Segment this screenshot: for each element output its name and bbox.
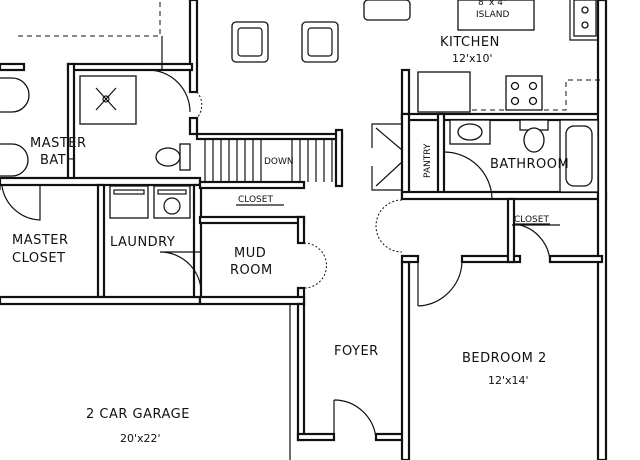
wall-bed-closet-left <box>506 197 516 264</box>
mud-room-door <box>159 251 202 298</box>
bedroom2-label: BEDROOM 2 <box>462 351 547 366</box>
foyer-label: FOYER <box>334 344 379 359</box>
dryer <box>153 185 191 219</box>
master-closet-label-2: CLOSET <box>12 251 66 266</box>
hall-closet-label: CLOSET <box>238 195 273 205</box>
master-bath-door <box>147 69 191 113</box>
bedroom-closet-label: CLOSET <box>514 215 549 225</box>
master-bath-label-1: MASTER <box>30 136 87 151</box>
wall-bed-closet-bottom <box>548 254 604 264</box>
laundry-label: LAUNDRY <box>110 235 175 250</box>
mud-room-ext-door <box>303 242 327 289</box>
bathroom-door <box>443 151 493 199</box>
wall-master-closet-right <box>96 183 106 299</box>
sofa-chair-top <box>363 0 411 21</box>
bathroom-label: BATHROOM <box>490 157 569 172</box>
wall-closet-bottom <box>198 215 306 225</box>
stairs-label: DOWN <box>264 157 294 167</box>
wall-right-outer <box>596 0 608 460</box>
wall-bathroom-bottom <box>400 190 608 201</box>
kitchen-sink <box>573 0 597 37</box>
wall-center-left <box>188 0 199 94</box>
mud-room-label-1: MUD <box>234 246 266 261</box>
range-stove <box>505 75 543 111</box>
chair-2 <box>301 21 339 63</box>
wall-master-bath-top2 <box>66 62 194 72</box>
island-dim: 8' x 4' <box>478 0 505 8</box>
bedroom2-door <box>417 261 463 307</box>
bedroom2-dim: 12'x14' <box>488 374 529 387</box>
master-bath-label-2: BATH <box>40 153 77 168</box>
shower <box>79 75 137 125</box>
front-door <box>333 399 377 441</box>
kitchen-dim: 12'x10' <box>452 52 493 65</box>
wall-foyer-right <box>400 260 411 460</box>
mud-room-label-2: ROOM <box>230 263 273 278</box>
master-toilet <box>155 143 191 171</box>
pantry-door-bottom <box>371 161 403 191</box>
master-bath-sink-1 <box>0 77 30 113</box>
refrigerator <box>417 71 471 113</box>
chair-1 <box>231 21 269 63</box>
wall-kitchen-left <box>400 68 411 120</box>
wall-pantry-right <box>436 112 446 200</box>
garage-label: 2 CAR GARAGE <box>86 407 190 422</box>
wall-foyer-left <box>296 302 306 442</box>
bathroom-toilet <box>519 119 549 153</box>
wall-pantry-top <box>400 112 606 122</box>
washer <box>109 185 149 219</box>
bedroom-hall-door <box>375 199 403 253</box>
wall-laundry-right <box>192 183 203 299</box>
stairs-frame-right <box>334 128 344 188</box>
kitchen-counter-line <box>569 0 598 41</box>
stairs-frame-top <box>195 132 344 141</box>
master-bath-sink-2 <box>0 143 29 177</box>
bathroom-sink <box>449 119 491 145</box>
wall-mud-bottom <box>198 295 306 306</box>
island-label: ISLAND <box>476 10 509 20</box>
master-closet-door <box>0 185 41 221</box>
center-top-door <box>196 91 203 119</box>
wall-master-bath-top <box>0 62 26 72</box>
wall-closet-top <box>198 180 306 190</box>
pantry-door-top <box>371 123 403 151</box>
dashed-outline-top <box>18 0 161 37</box>
master-closet-label-1: MASTER <box>12 233 69 248</box>
pantry-label: PANTRY <box>423 143 433 178</box>
bathtub <box>559 119 599 193</box>
kitchen-label: KITCHEN <box>440 35 500 50</box>
wall-garage-top <box>0 295 202 306</box>
kitchen-island <box>457 0 535 31</box>
wall-bedroom-top-right <box>460 254 522 264</box>
wall-center-left-lower <box>188 116 199 136</box>
garage-dim: 20'x22' <box>120 432 161 445</box>
wall-pantry-left <box>400 112 411 200</box>
wall-bedroom-top-left <box>400 254 420 264</box>
wall-foyer-bottom-left <box>296 432 336 442</box>
wall-mud-right <box>296 215 306 245</box>
stair-treads <box>204 139 333 182</box>
